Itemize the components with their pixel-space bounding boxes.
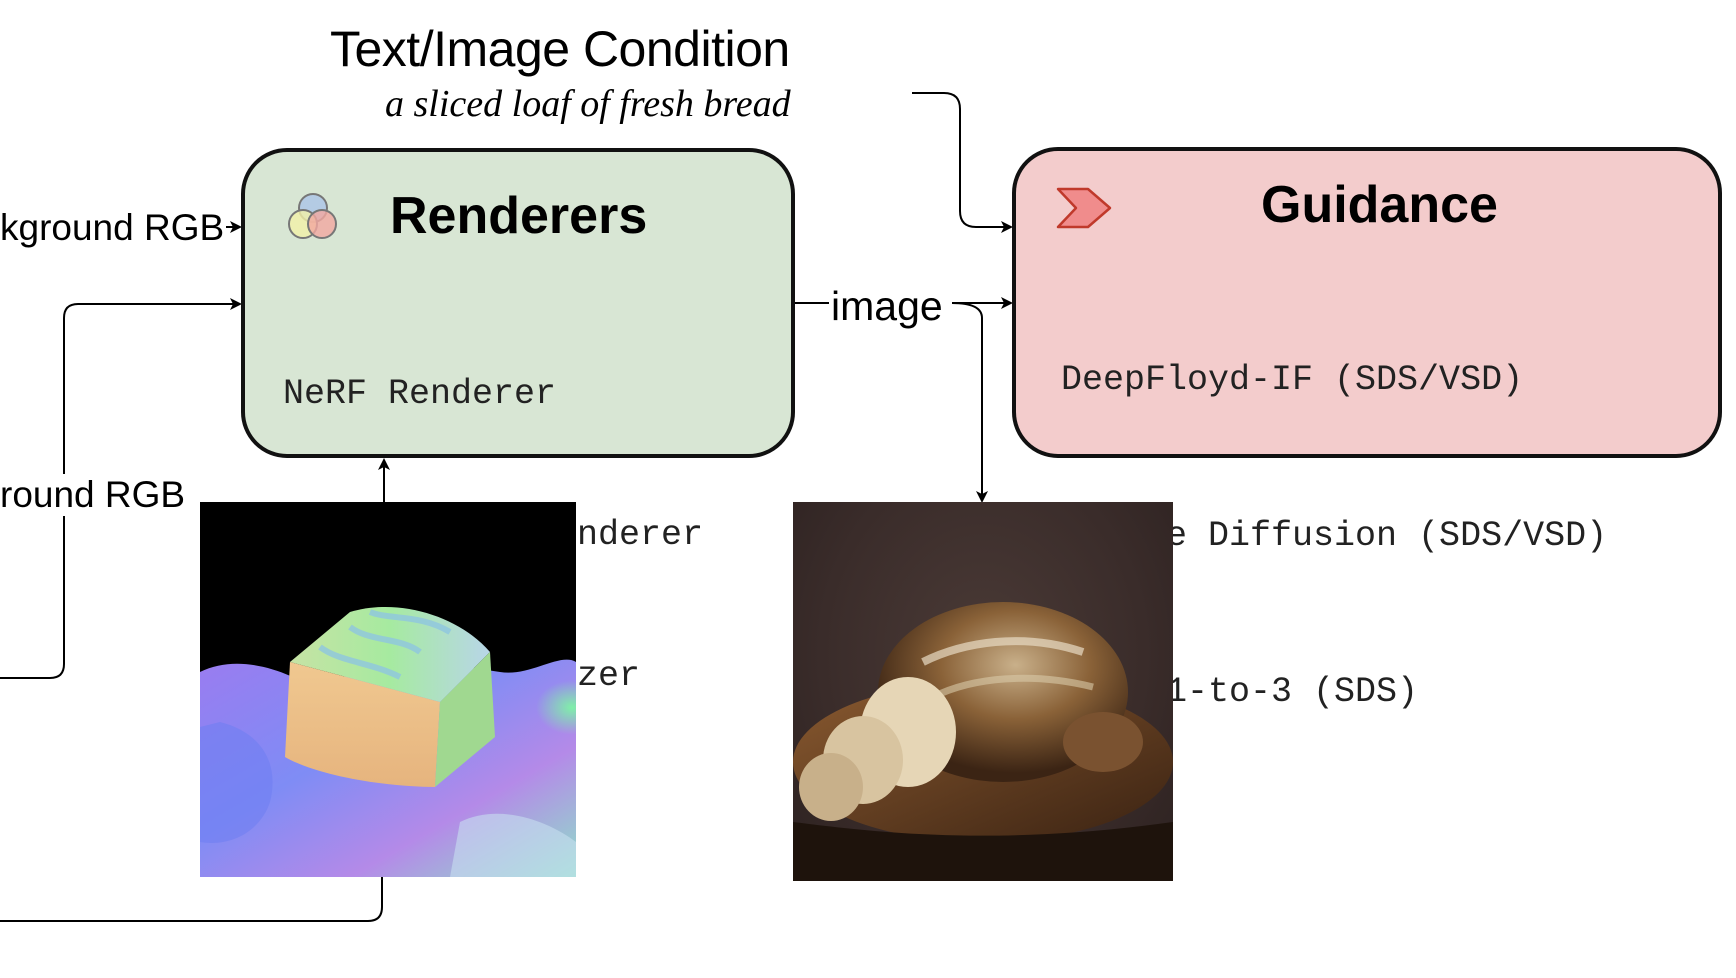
venn-diagram-icon — [288, 193, 337, 239]
image-edge-label: image — [829, 283, 945, 330]
renderers-box: Renderers NeRF Renderer NeuS/VolSDF Rend… — [241, 148, 795, 696]
guidance-title: Guidance — [1261, 176, 1498, 234]
normal-map-image — [200, 502, 576, 877]
condition-prompt: a sliced loaf of fresh bread — [385, 83, 791, 125]
renderers-title: Renderers — [390, 187, 648, 245]
background-rgb-label-mid: round RGB — [0, 474, 188, 516]
condition-arrow — [912, 92, 1013, 233]
guidance-box: Guidance DeepFloyd-IF (SDS/VSD) Stable D… — [1012, 147, 1722, 868]
connector-arrows — [0, 92, 1013, 922]
rendered-bread-image — [793, 502, 1173, 881]
condition-title: Text/Image Condition — [330, 21, 790, 77]
bottom-return-line — [0, 877, 383, 922]
guidance-item: DeepFloyd-IF (SDS/VSD) — [1061, 360, 1524, 400]
renderer-item: NeRF Renderer — [283, 374, 557, 414]
image-down-arrow — [951, 302, 988, 503]
chevron-arrow-icon — [1056, 187, 1112, 229]
background-rgb-label-top: kground RGB — [0, 207, 227, 249]
